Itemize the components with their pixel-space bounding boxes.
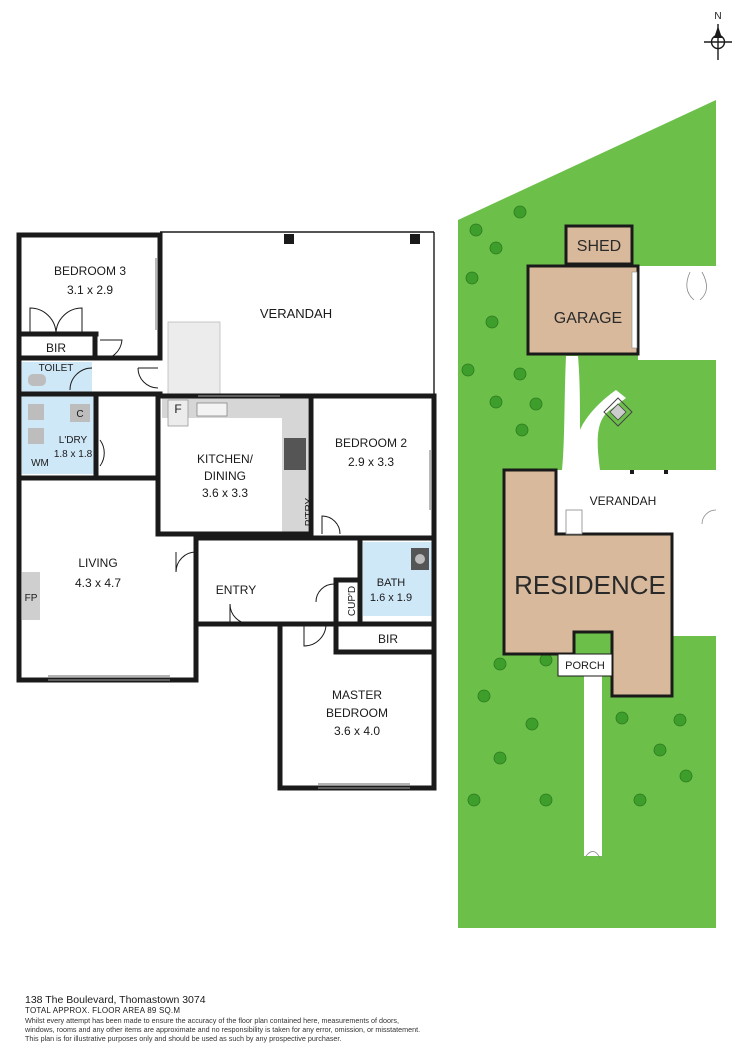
garage-label: GARAGE [554, 310, 622, 327]
toilet-icon [28, 374, 46, 386]
bir-label: BIR [46, 341, 66, 355]
shed-label: SHED [577, 238, 621, 255]
master-label-1: MASTER [332, 688, 382, 702]
bedroom3-dim: 3.1 x 2.9 [67, 283, 113, 297]
living-dim: 4.3 x 4.7 [75, 576, 121, 590]
kitchen-label-1: KITCHEN/ [197, 452, 254, 466]
master-label-2: BEDROOM [326, 706, 388, 720]
disclaimer-line-3: This plan is for illustrative purposes o… [25, 1034, 342, 1043]
garage-building [526, 264, 640, 356]
floor-plan-house: BEDROOM 3 3.1 x 2.9 VERANDAH BIR TOILET … [16, 231, 437, 791]
plan-footer: 138 The Boulevard, Thomastown 3074 TOTAL… [25, 994, 725, 1043]
fridge-space [167, 399, 189, 427]
fireplace-label: FP [25, 593, 38, 604]
bedroom2-dim: 2.9 x 3.3 [348, 455, 394, 469]
compass-north-label: N [714, 11, 721, 22]
laundry-label: L'DRY [59, 435, 88, 446]
bedroom3-label: BEDROOM 3 [54, 264, 126, 278]
verandah-steps [167, 321, 221, 395]
site-verandah-label: VERANDAH [590, 494, 657, 508]
post-icon [410, 234, 420, 244]
floor-area-text: TOTAL APPROX. FLOOR AREA 89 SQ.M [25, 1006, 181, 1015]
cupboard-icon [70, 404, 90, 422]
master-dim: 3.6 x 4.0 [334, 724, 380, 738]
tub-icon [28, 428, 44, 444]
kitchen-label-2: DINING [204, 469, 246, 483]
porch-label: PORCH [565, 660, 605, 672]
disclaimer-line-1: Whilst every attempt has been made to en… [25, 1016, 399, 1025]
tub-icon [28, 404, 44, 420]
shed-building [564, 224, 634, 266]
bir-master-label: BIR [378, 632, 398, 646]
laundry-dim: 1.8 x 1.8 [54, 449, 93, 460]
bedroom2-label: BEDROOM 2 [335, 436, 407, 450]
compass-icon: N [704, 11, 732, 60]
entry-label: ENTRY [216, 583, 256, 597]
site-plan: SHED GARAGE RESIDENCE PORCH VERANDAH [458, 100, 717, 928]
toilet-label: TOILET [39, 363, 74, 374]
disclaimer-line-2: windows, rooms and any other items are a… [25, 1025, 421, 1034]
fireplace-icon [22, 572, 40, 620]
cupboard-label: CUP'D [347, 586, 358, 616]
fridge-label: F [174, 402, 181, 416]
porch-area [557, 653, 613, 677]
verandah-label: VERANDAH [260, 306, 332, 321]
kitchen-dim: 3.6 x 3.3 [202, 486, 248, 500]
address-text: 138 The Boulevard, Thomastown 3074 [25, 994, 206, 1006]
bath-label: BATH [377, 577, 406, 589]
pantry-label: P'TRY [304, 497, 315, 526]
residence-building [502, 468, 674, 698]
cupboard-label: C [76, 409, 83, 420]
residence-label: RESIDENCE [514, 570, 666, 600]
sink-icon [196, 402, 228, 417]
living-label: LIVING [78, 556, 117, 570]
post-icon [284, 234, 294, 244]
washing-machine-label: WM [31, 458, 49, 469]
bath-dim: 1.6 x 1.9 [370, 592, 412, 604]
stove-icon [284, 438, 306, 470]
